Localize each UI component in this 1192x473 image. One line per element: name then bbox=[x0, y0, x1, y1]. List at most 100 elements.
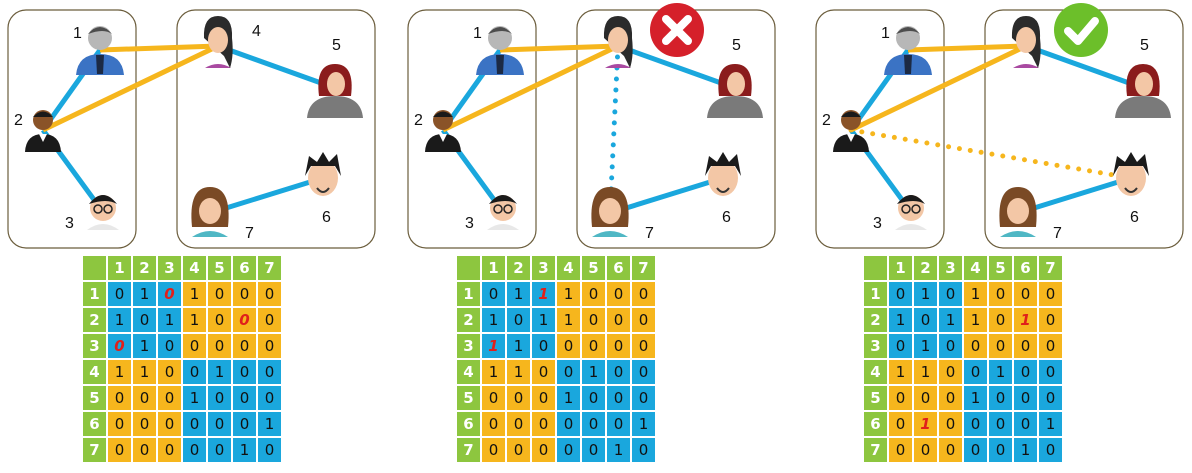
cross-icon bbox=[647, 0, 707, 60]
matrix-row: 50001000 bbox=[82, 385, 282, 411]
matrix-row-header: 4 bbox=[863, 359, 888, 385]
matrix-cell: 1 bbox=[157, 307, 182, 333]
matrix-row-header: 3 bbox=[82, 333, 107, 359]
matrix-col-header: 4 bbox=[182, 255, 207, 281]
matrix-row-header: 6 bbox=[456, 411, 481, 437]
matrix-cell: 0 bbox=[132, 385, 157, 411]
matrix-cell: 0 bbox=[606, 385, 631, 411]
matrix-cell: 0 bbox=[157, 437, 182, 463]
matrix-row: 21011000 bbox=[456, 307, 656, 333]
matrix-cell: 0 bbox=[1013, 359, 1038, 385]
matrix-col-header: 4 bbox=[963, 255, 988, 281]
matrix-cell: 0 bbox=[963, 359, 988, 385]
matrix-col-header: 1 bbox=[481, 255, 506, 281]
matrix-col-header: 7 bbox=[631, 255, 656, 281]
matrix-cell: 0 bbox=[913, 437, 938, 463]
matrix-col-header: 1 bbox=[107, 255, 132, 281]
matrix-cell: 0 bbox=[888, 411, 913, 437]
matrix-cell: 0 bbox=[606, 359, 631, 385]
matrix-cell: 0 bbox=[963, 437, 988, 463]
matrix-cell: 1 bbox=[888, 359, 913, 385]
checkmark-icon bbox=[1051, 0, 1111, 60]
matrix-row-header: 1 bbox=[82, 281, 107, 307]
matrix-cell: 1 bbox=[1013, 437, 1038, 463]
matrix-cell: 1 bbox=[481, 333, 506, 359]
matrix-cell: 0 bbox=[481, 385, 506, 411]
matrix-cell: 0 bbox=[938, 281, 963, 307]
node-number-2: 2 bbox=[14, 112, 23, 129]
matrix-cell: 1 bbox=[506, 333, 531, 359]
matrix-cell: 0 bbox=[556, 411, 581, 437]
node-number-6: 6 bbox=[1130, 209, 1139, 226]
node-number-7: 7 bbox=[1053, 225, 1062, 242]
matrix-col-header: 6 bbox=[1013, 255, 1038, 281]
node-number-1: 1 bbox=[881, 25, 890, 42]
matrix-cell: 0 bbox=[988, 411, 1013, 437]
matrix-cell: 0 bbox=[207, 333, 232, 359]
matrix-row-header: 5 bbox=[863, 385, 888, 411]
matrix-cell: 0 bbox=[157, 333, 182, 359]
matrix-cell: 0 bbox=[506, 307, 531, 333]
matrix-cell: 0 bbox=[107, 411, 132, 437]
group-box-left bbox=[816, 10, 944, 248]
matrix-row: 70000010 bbox=[863, 437, 1063, 463]
matrix-cell: 0 bbox=[963, 411, 988, 437]
matrix-row: 30100000 bbox=[82, 333, 282, 359]
matrix-cell: 0 bbox=[232, 307, 257, 333]
node-number-5: 5 bbox=[332, 37, 341, 54]
matrix-cell: 0 bbox=[988, 333, 1013, 359]
matrix-cell: 0 bbox=[481, 281, 506, 307]
matrix-row: 70000010 bbox=[456, 437, 656, 463]
matrix-cell: 1 bbox=[531, 307, 556, 333]
matrix-row-header: 1 bbox=[456, 281, 481, 307]
matrix-col-header: 7 bbox=[1038, 255, 1063, 281]
matrix-cell: 0 bbox=[182, 333, 207, 359]
matrix-col-header: 6 bbox=[232, 255, 257, 281]
matrix-cell: 1 bbox=[556, 281, 581, 307]
node-number-4: 4 bbox=[252, 23, 261, 40]
matrix-cell: 0 bbox=[631, 385, 656, 411]
matrix-cell: 0 bbox=[988, 385, 1013, 411]
matrix-cell: 0 bbox=[531, 411, 556, 437]
node-number-2: 2 bbox=[822, 112, 831, 129]
node-number-7: 7 bbox=[645, 225, 654, 242]
network-graph: 1234567 bbox=[808, 0, 1188, 250]
matrix-cell: 0 bbox=[132, 437, 157, 463]
matrix-cell: 1 bbox=[913, 411, 938, 437]
matrix-cell: 0 bbox=[631, 281, 656, 307]
matrix-row: 10111000 bbox=[456, 281, 656, 307]
matrix-cell: 0 bbox=[481, 437, 506, 463]
matrix-cell: 0 bbox=[107, 281, 132, 307]
matrix-cell: 0 bbox=[631, 359, 656, 385]
matrix-row-header: 4 bbox=[82, 359, 107, 385]
node-number-5: 5 bbox=[732, 37, 741, 54]
matrix-cell: 1 bbox=[481, 307, 506, 333]
node-number-3: 3 bbox=[465, 215, 474, 232]
matrix-cell: 1 bbox=[913, 281, 938, 307]
group-box-left bbox=[408, 10, 536, 248]
matrix-cell: 0 bbox=[232, 385, 257, 411]
matrix-cell: 0 bbox=[888, 281, 913, 307]
matrix-cell: 0 bbox=[631, 307, 656, 333]
matrix-cell: 1 bbox=[182, 281, 207, 307]
matrix-col-header: 1 bbox=[888, 255, 913, 281]
matrix-cell: 1 bbox=[963, 307, 988, 333]
matrix-row-header: 5 bbox=[82, 385, 107, 411]
matrix-cell: 1 bbox=[988, 359, 1013, 385]
matrix-cell: 0 bbox=[506, 437, 531, 463]
matrix-col-header: 2 bbox=[132, 255, 157, 281]
matrix-corner bbox=[82, 255, 107, 281]
matrix-cell: 1 bbox=[207, 359, 232, 385]
matrix-cell: 0 bbox=[531, 385, 556, 411]
matrix-cell: 0 bbox=[606, 333, 631, 359]
matrix-cell: 1 bbox=[132, 333, 157, 359]
matrix-cell: 0 bbox=[1013, 281, 1038, 307]
matrix-cell: 0 bbox=[1038, 359, 1063, 385]
matrix-cell: 0 bbox=[631, 437, 656, 463]
